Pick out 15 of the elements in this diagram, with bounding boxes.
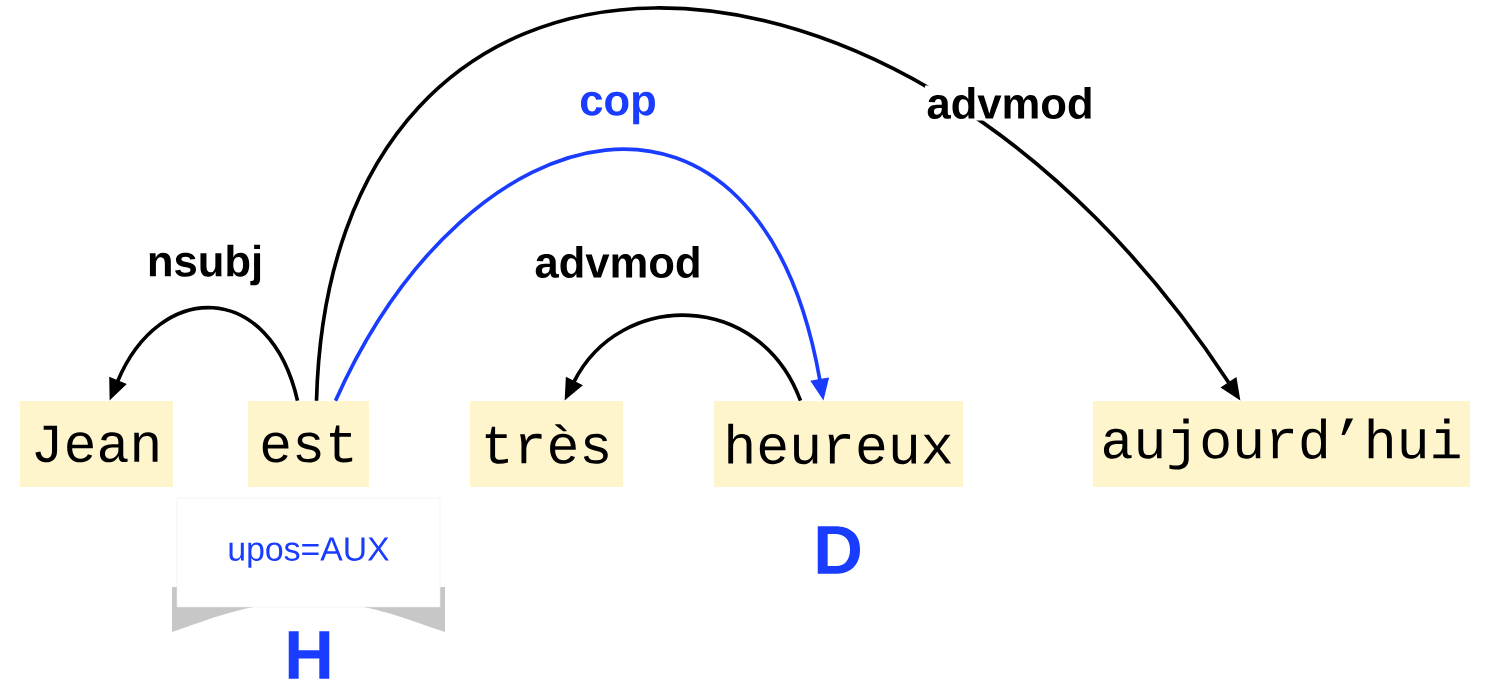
arrow [564,313,803,402]
arrow [333,148,830,402]
head-letter: D [817,526,860,574]
word-box: aujourd’hui [1092,401,1471,487]
edge-label: advmod [925,85,1095,121]
word-box: est [248,401,369,487]
feature-card: upos=AUX [172,497,445,632]
word-box: Jean [20,401,174,487]
head-letter: H [288,631,330,679]
word-box: heureux [714,401,964,487]
arrow [109,305,300,402]
edge-label: advmod [533,244,703,280]
edge-label: nsubj [145,243,265,287]
edge-label: cop [577,90,659,126]
word-box: très [470,401,624,487]
